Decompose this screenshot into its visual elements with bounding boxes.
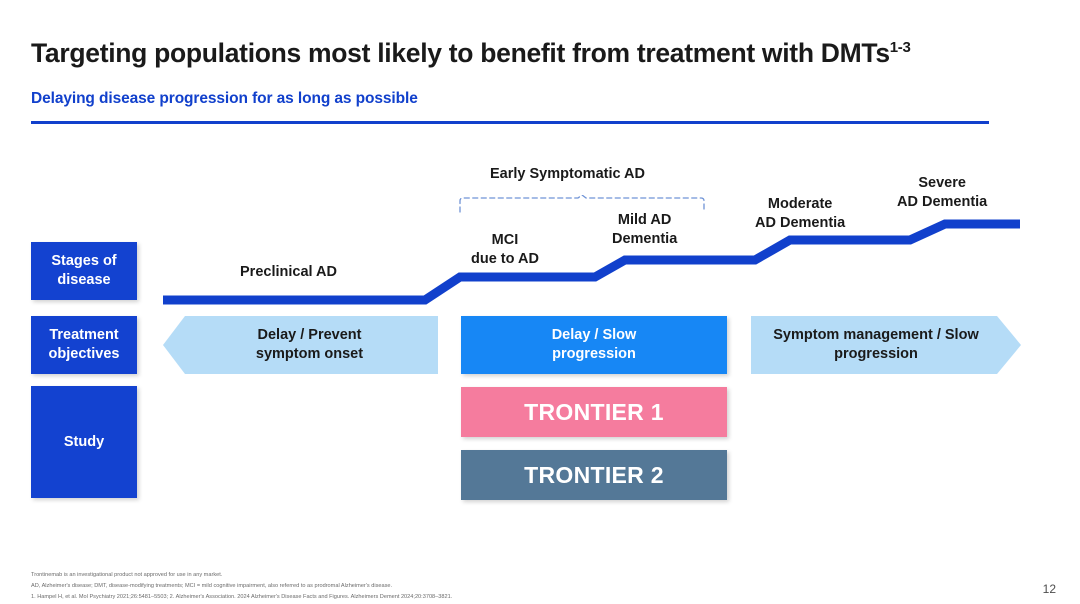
footnote-line: 1. Hampel H, et al. Mol Psychiatry 2021;…: [31, 593, 453, 600]
footnote-line: Trontinemab is an investigational produc…: [31, 572, 223, 578]
footnotes: Trontinemab is an investigational produc…: [31, 570, 731, 603]
row-label-study-text: Study: [63, 433, 105, 450]
disease-progression-staircase: [163, 219, 1020, 305]
page-title-text: Targeting populations most likely to ben…: [31, 38, 890, 68]
study-bar-trontier-2: TRONTIER 2: [461, 450, 727, 500]
header-divider: [31, 121, 989, 124]
footnote-line: AD, Alzheimer's disease; DMT, disease-mo…: [31, 582, 393, 589]
page-title-superscript: 1-3: [889, 39, 911, 57]
study-bar-trontier-1: TRONTIER 1: [461, 387, 727, 437]
early-symptomatic-bracket-icon: [459, 195, 705, 213]
page-subtitle: Delaying disease progression for as long…: [31, 90, 418, 107]
page-number: 12: [1042, 582, 1056, 596]
stage-label-preclinical-ad: Preclinical AD: [240, 264, 337, 280]
stage-group-label-early-symptomatic: Early Symptomatic AD: [490, 166, 645, 182]
row-label-study: Study: [31, 386, 137, 498]
page-title: Targeting populations most likely to ben…: [31, 38, 911, 69]
